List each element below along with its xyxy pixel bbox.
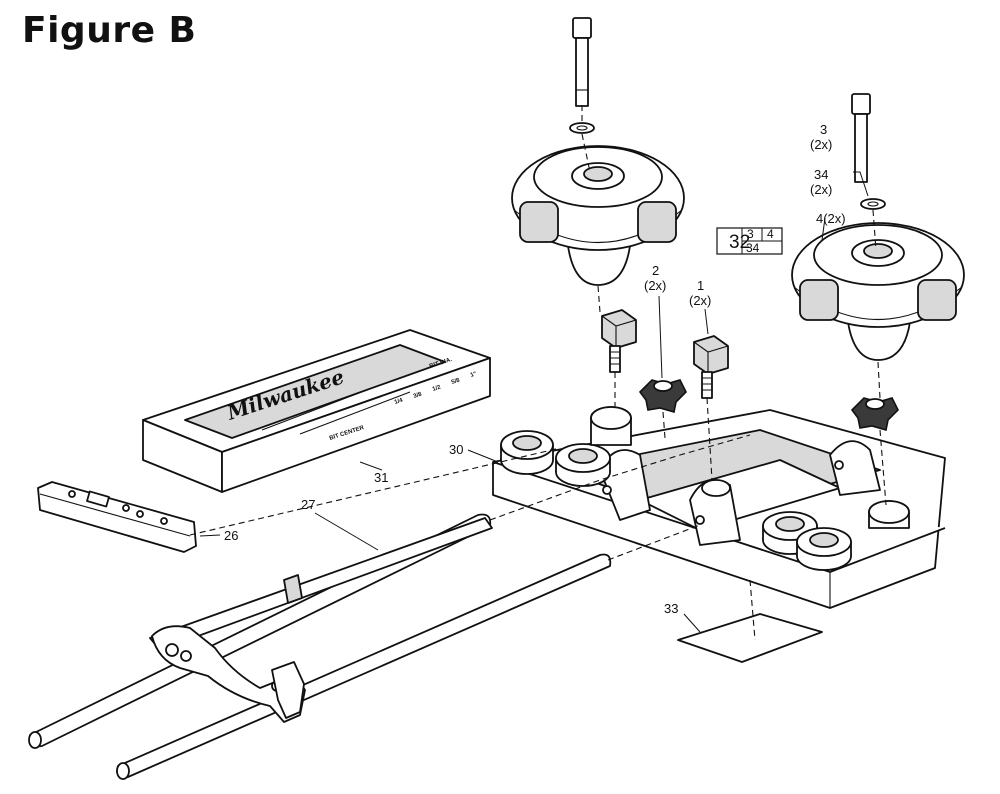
label-part-3-qty: (2x) — [810, 137, 832, 152]
edge-guide-assembly — [28, 513, 612, 780]
kit-box-32: 32 3 4 34 — [716, 227, 783, 255]
star-knob-left — [638, 379, 687, 414]
kit-item-a: 3 — [747, 227, 754, 241]
part-30-base — [492, 406, 946, 609]
label-part-27: 27 — [301, 497, 315, 512]
part-labels: 3 (2x) 34 (2x) 4(2x) 2 (2x) 1 (2x) 30 31… — [224, 122, 846, 616]
label-part-30: 30 — [449, 442, 463, 457]
knob-left — [511, 145, 685, 286]
template-size-4: 5/8 — [451, 377, 461, 385]
leader-lines — [199, 171, 869, 633]
kit-item-b: 4 — [767, 227, 774, 241]
label-part-34: 34 — [814, 167, 828, 182]
template-size-2: 3/8 — [413, 391, 423, 399]
part-26-bracket — [37, 481, 197, 553]
thumb-screw-left — [601, 309, 637, 373]
label-part-1: 1 — [697, 278, 704, 293]
star-knob-right — [850, 397, 899, 432]
thumb-screw-right — [693, 335, 729, 399]
kit-number: 32 — [729, 232, 750, 253]
label-part-34-qty: (2x) — [810, 182, 832, 197]
template-size-3: 1/2 — [432, 384, 442, 392]
label-part-31: 31 — [374, 470, 388, 485]
figure-title: Figure B — [22, 10, 197, 51]
label-part-2-qty: (2x) — [644, 278, 666, 293]
label-part-2: 2 — [652, 263, 659, 278]
screw-left — [569, 17, 595, 134]
label-part-1-qty: (2x) — [689, 293, 711, 308]
template-size-5: 1" — [470, 371, 478, 379]
label-part-4: 4(2x) — [816, 211, 846, 226]
label-part-26: 26 — [224, 528, 238, 543]
part-33-pad — [677, 613, 823, 663]
knob-right — [791, 222, 965, 361]
kit-item-c: 34 — [746, 241, 760, 255]
part-31-template: Milwaukee BIT CENTER BIT DIA. 1/4 3/8 1/… — [142, 329, 491, 493]
screw-right — [851, 93, 886, 210]
label-part-33: 33 — [664, 601, 678, 616]
template-size-1: 1/4 — [394, 397, 404, 405]
label-part-3: 3 — [820, 122, 827, 137]
assembly-lines — [189, 105, 887, 641]
